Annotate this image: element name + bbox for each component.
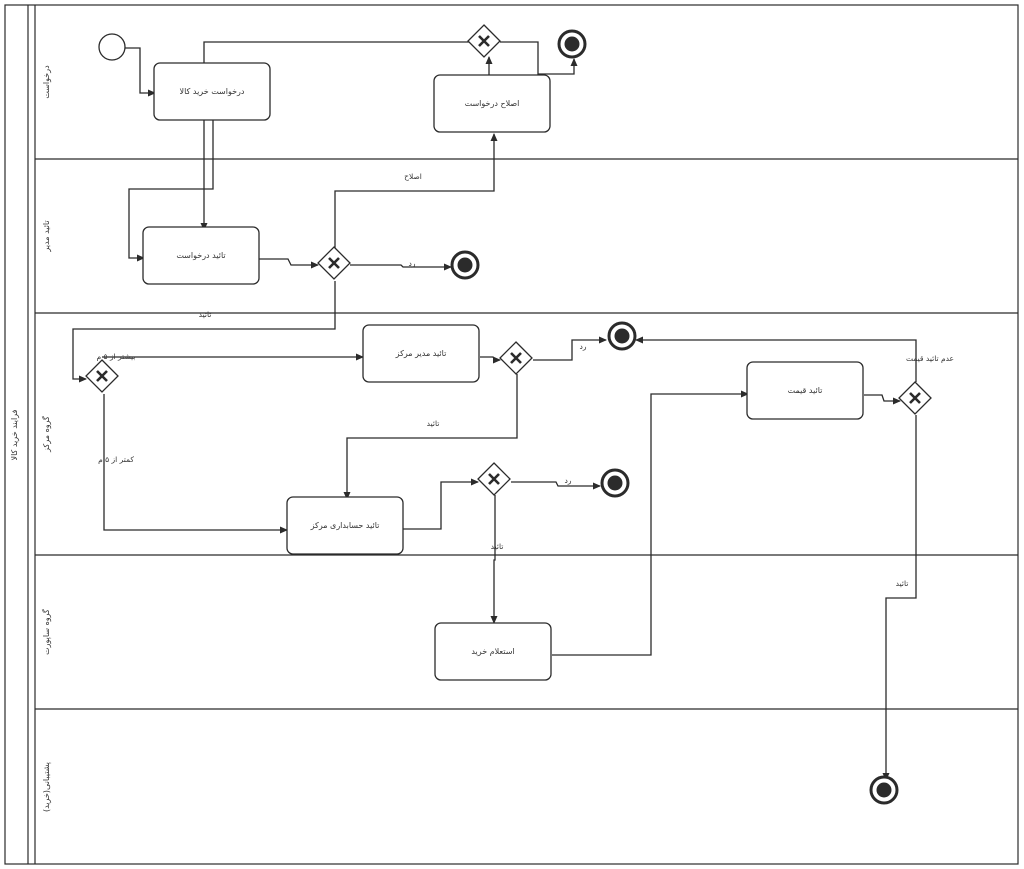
flow-gateway4-approve [490, 495, 498, 624]
end-event-purchase [869, 775, 899, 805]
flow-gateway-top-to-end [500, 41, 578, 75]
flow-manager-to-gateway3 [480, 356, 501, 364]
flow-gateway1-fix [334, 133, 498, 248]
edge-label-approve-accounting: تائید [491, 542, 504, 551]
lane-label-support: گروه ساپورت [41, 609, 51, 655]
task-approve-price: تائید قیمت [746, 361, 864, 420]
edge-label-more-than: بیشتر از ۵ م [97, 352, 136, 361]
gateway-price [898, 381, 932, 415]
task-label: تائید حسابداری مرکز [310, 521, 380, 530]
gateway-manager [317, 246, 351, 280]
flow-gateway5-not-approved [635, 336, 917, 382]
edge-label-reject-manager: رد [409, 259, 416, 268]
task-approve-center-accounting: تائید حسابداری مرکز [286, 496, 404, 555]
sequence-flows [72, 41, 917, 781]
end-events [450, 29, 899, 805]
start-event [98, 33, 126, 61]
flow-request-to-approve [128, 120, 214, 262]
pool [4, 4, 1019, 865]
edge-label-reject-center: رد [580, 342, 587, 351]
flow-accounting-to-gateway4 [403, 478, 479, 530]
task-label: اصلاح درخواست [465, 99, 520, 108]
end-event-top [557, 29, 587, 59]
task-label: تائید قیمت [788, 386, 823, 395]
task-price-inquiry: استعلام خرید [434, 622, 552, 681]
flow-gateway4-reject [511, 481, 601, 490]
lane-label-center: گروه مرکز [41, 416, 51, 453]
task-label: تائید مدیر مرکز [395, 349, 447, 358]
flow-gateway-top-to-approve [200, 41, 470, 231]
task-label: استعلام خرید [471, 647, 514, 656]
lane-label-manager: تائید مدیر [42, 220, 51, 252]
flow-inquiry-to-price [552, 390, 749, 656]
flow-start-to-request [125, 47, 156, 97]
task-approve-request: تائید درخواست [142, 226, 260, 285]
end-event-manager-reject [450, 250, 480, 280]
flow-approve-to-gateway1 [259, 258, 319, 269]
task-approve-center-manager: تائید مدیر مرکز [362, 324, 480, 383]
end-event-center-reject [607, 321, 637, 351]
edge-label-fix: اصلاح [404, 172, 422, 181]
lane-label-logistics: پشتیبانی(خرید) [42, 762, 51, 812]
edge-label-approve-manager: تائید [199, 310, 212, 319]
flow-gateway3-approve [343, 374, 518, 500]
flow-gateway1-reject [350, 263, 452, 271]
edge-label-approve-center: تائید [427, 419, 440, 428]
flow-gateway3-reject [533, 336, 607, 361]
task-request-goods: درخواست خرید کالا [153, 62, 271, 121]
flow-gateway5-approved [882, 415, 917, 781]
gateway-center-manager [499, 341, 533, 375]
gateway-amount [85, 359, 119, 393]
gateway-top [467, 24, 501, 58]
edge-label-price-approved: تائید [896, 579, 909, 588]
lane-label-requester: درخواست [42, 65, 51, 99]
task-label: تائید درخواست [176, 251, 225, 260]
edge-label-reject-accounting: رد [565, 476, 572, 485]
end-event-accounting-reject [600, 468, 630, 498]
edge-label-less-than: کمتر از ۵ م [98, 455, 134, 464]
task-fix-request: اصلاح درخواست [433, 74, 551, 133]
gateway-accounting [477, 462, 511, 496]
lane-dividers [35, 158, 1018, 710]
flow-gateway1-approve [72, 281, 336, 383]
edge-label-price-not-approved: عدم تائید قیمت [906, 354, 954, 363]
task-label: درخواست خرید کالا [180, 87, 245, 96]
pool-title: فرایند خرید کالا [10, 409, 19, 460]
flow-gateway2-less [103, 394, 288, 534]
flow-price-to-gateway5 [864, 394, 901, 405]
